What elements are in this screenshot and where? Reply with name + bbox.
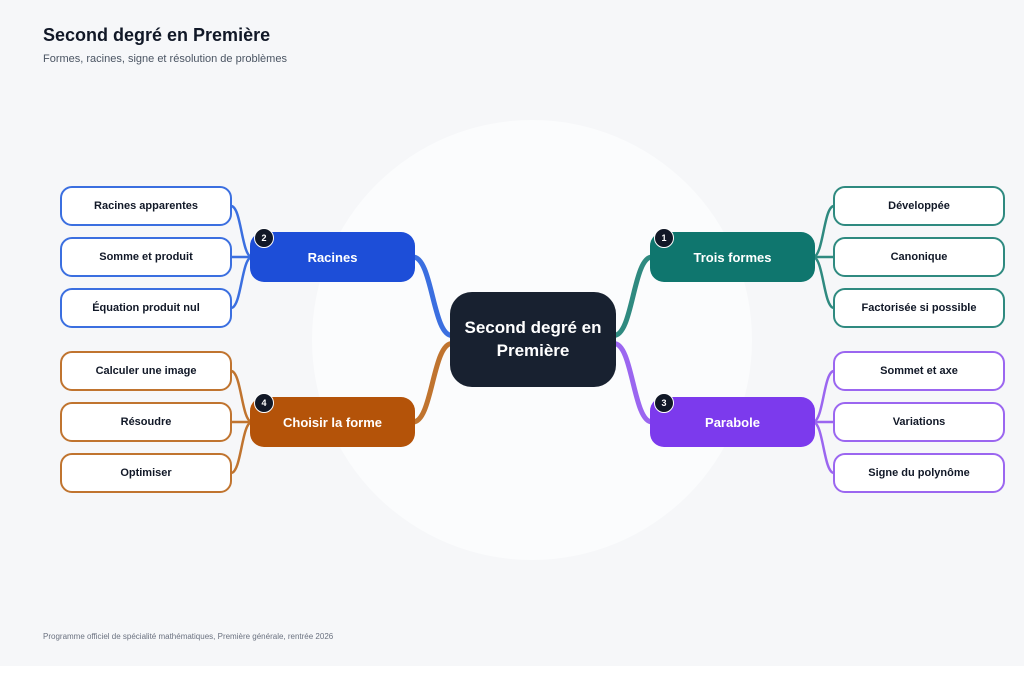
leaf-connector	[811, 420, 836, 475]
branch-number-badge: 3	[654, 393, 674, 413]
leaf-variations[interactable]: Variations	[833, 402, 1005, 442]
branch-label: Trois formes	[693, 249, 772, 265]
leaf-signe-du-polynome[interactable]: Signe du polynôme	[833, 453, 1005, 493]
branch-label: Racines	[307, 249, 358, 265]
leaf-racines-apparentes[interactable]: Racines apparentes	[60, 186, 232, 226]
mindmap-canvas: Second degré en Première Formes, racines…	[43, 25, 1005, 641]
branch-racines[interactable]: 2 Racines	[250, 228, 415, 282]
branch-parabole[interactable]: 3 Parabole	[650, 393, 815, 447]
leaf-somme-et-produit[interactable]: Somme et produit	[60, 237, 232, 277]
leaf-resoudre[interactable]: Résoudre	[60, 402, 232, 442]
branch-choisir-la-forme[interactable]: 4 Choisir la forme	[250, 393, 415, 447]
leaf-connector	[811, 204, 836, 259]
leaf-connector	[229, 420, 254, 475]
leaf-connector	[229, 255, 254, 310]
leaf-connector	[229, 204, 254, 259]
central-topic[interactable]: Second degré en Première	[450, 292, 616, 387]
leaf-connector	[811, 369, 836, 424]
branch-connector	[611, 254, 655, 338]
footer-note: Programme officiel de spécialité mathéma…	[43, 632, 334, 641]
branch-number-badge: 2	[254, 228, 274, 248]
leaf-calculer-une-image[interactable]: Calculer une image	[60, 351, 232, 391]
leaf-canonique[interactable]: Canonique	[833, 237, 1005, 277]
page-subtitle: Formes, racines, signe et résolution de …	[43, 53, 287, 65]
leaf-optimiser[interactable]: Optimiser	[60, 453, 232, 493]
branch-trois-formes[interactable]: 1 Trois formes	[650, 228, 815, 282]
branch-connector	[410, 254, 455, 338]
branch-number-badge: 1	[654, 228, 674, 248]
connector-lines	[229, 204, 836, 475]
branch-number-badge: 4	[254, 393, 274, 413]
leaf-connector	[229, 369, 254, 424]
leaf-sommet-et-axe[interactable]: Sommet et axe	[833, 351, 1005, 391]
leaf-connector	[811, 255, 836, 310]
leaf-equation-produit-nul[interactable]: Équation produit nul	[60, 288, 232, 328]
leaf-developpee[interactable]: Développée	[833, 186, 1005, 226]
branch-label: Choisir la forme	[283, 414, 382, 430]
page-title: Second degré en Première	[43, 25, 271, 45]
branch-connector	[410, 341, 455, 425]
branch-label: Parabole	[705, 414, 760, 430]
branch-connector	[611, 341, 655, 425]
leaf-factorisee[interactable]: Factorisée si possible	[833, 288, 1005, 328]
